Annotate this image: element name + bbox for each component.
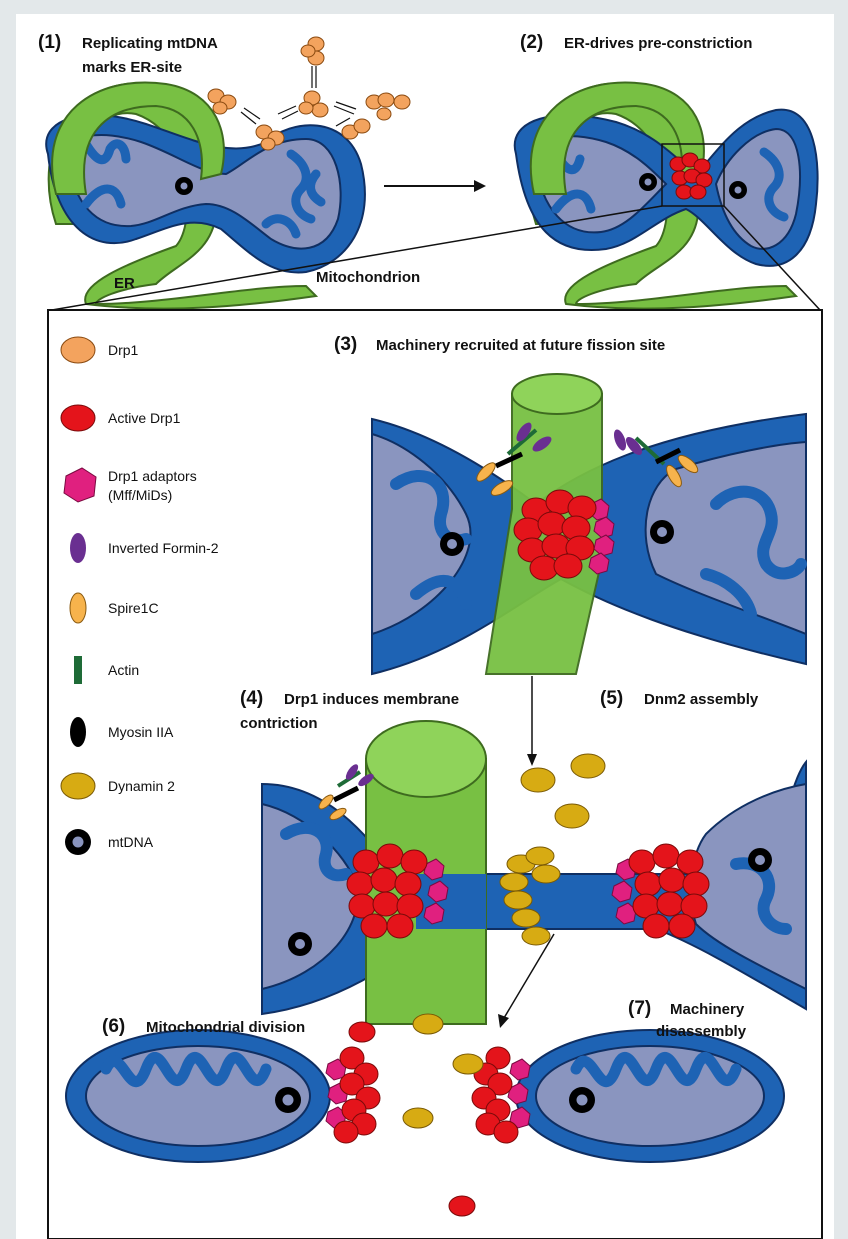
legend-item-spire1c: Spire1C (70, 593, 159, 623)
legend-item-drp1-adaptors: Drp1 adaptors (Mff/MiDs) (64, 468, 197, 503)
step2-number: (2) (520, 32, 543, 53)
step4-title-line1: Drp1 induces membrane (284, 691, 459, 708)
legend-item-formin: Inverted Formin-2 (70, 533, 219, 563)
step5-number: (5) (600, 688, 623, 709)
legend-label: Drp1 adaptors (108, 468, 197, 484)
figure-panel: Drp1 Active Drp1 Drp1 adaptors (Mff/MiDs… (16, 14, 834, 1239)
step6-number: (6) (102, 1016, 125, 1037)
step1-number: (1) (38, 32, 61, 53)
legend-label-secondary: (Mff/MiDs) (108, 487, 172, 503)
legend-label: Drp1 (108, 342, 139, 358)
formin-icon (70, 533, 86, 563)
step6-title: Mitochondrial division (146, 1019, 305, 1036)
step7-number: (7) (628, 998, 651, 1019)
legend-label: Active Drp1 (108, 410, 181, 426)
step4-title-line2: contriction (240, 715, 318, 732)
legend-label: Actin (108, 662, 139, 678)
step3-title: Machinery recruited at future fission si… (376, 337, 665, 354)
step6-illustration (66, 1014, 784, 1216)
step5-title: Dnm2 assembly (644, 691, 759, 708)
legend-item-mtdna: mtDNA (65, 829, 154, 855)
step7-title-line1: Machinery (670, 1001, 745, 1018)
legend-label: Spire1C (108, 600, 159, 616)
step2-illustration (515, 82, 818, 308)
legend-item-active-drp1: Active Drp1 (61, 405, 181, 431)
legend-label: Myosin IIA (108, 724, 174, 740)
legend-label: Dynamin 2 (108, 778, 175, 794)
step3-illustration (372, 374, 806, 674)
mitochondrial-fission-diagram: Drp1 Active Drp1 Drp1 adaptors (Mff/MiDs… (16, 14, 834, 1239)
active-drp1-icon (61, 405, 95, 431)
legend-label: Inverted Formin-2 (108, 540, 219, 556)
step1-illustration (46, 37, 410, 309)
dynamin2-icon (61, 773, 95, 799)
step7-title-line2: disassembly (656, 1023, 747, 1040)
step2-title: ER-drives pre-constriction (564, 35, 752, 52)
step1-title-line2: marks ER-site (82, 59, 182, 76)
step4-number: (4) (240, 688, 263, 709)
legend-item-myosin: Myosin IIA (70, 717, 174, 747)
adaptor-hexagon-icon (64, 468, 96, 502)
myosin-icon (70, 717, 86, 747)
step4-illustration (262, 721, 806, 1024)
mitochondrion-label: Mitochondrion (316, 269, 420, 286)
step3-number: (3) (334, 334, 357, 355)
legend-label: mtDNA (108, 834, 154, 850)
actin-icon (74, 656, 82, 684)
drp1-icon (61, 337, 95, 363)
legend-item-dynamin2: Dynamin 2 (61, 773, 175, 799)
spire1c-icon (70, 593, 86, 623)
er-label: ER (114, 275, 135, 292)
legend-item-actin: Actin (74, 656, 139, 684)
legend: Drp1 Active Drp1 Drp1 adaptors (Mff/MiDs… (61, 337, 219, 855)
step1-title-line1: Replicating mtDNA (82, 35, 218, 52)
legend-item-drp1: Drp1 (61, 337, 139, 363)
